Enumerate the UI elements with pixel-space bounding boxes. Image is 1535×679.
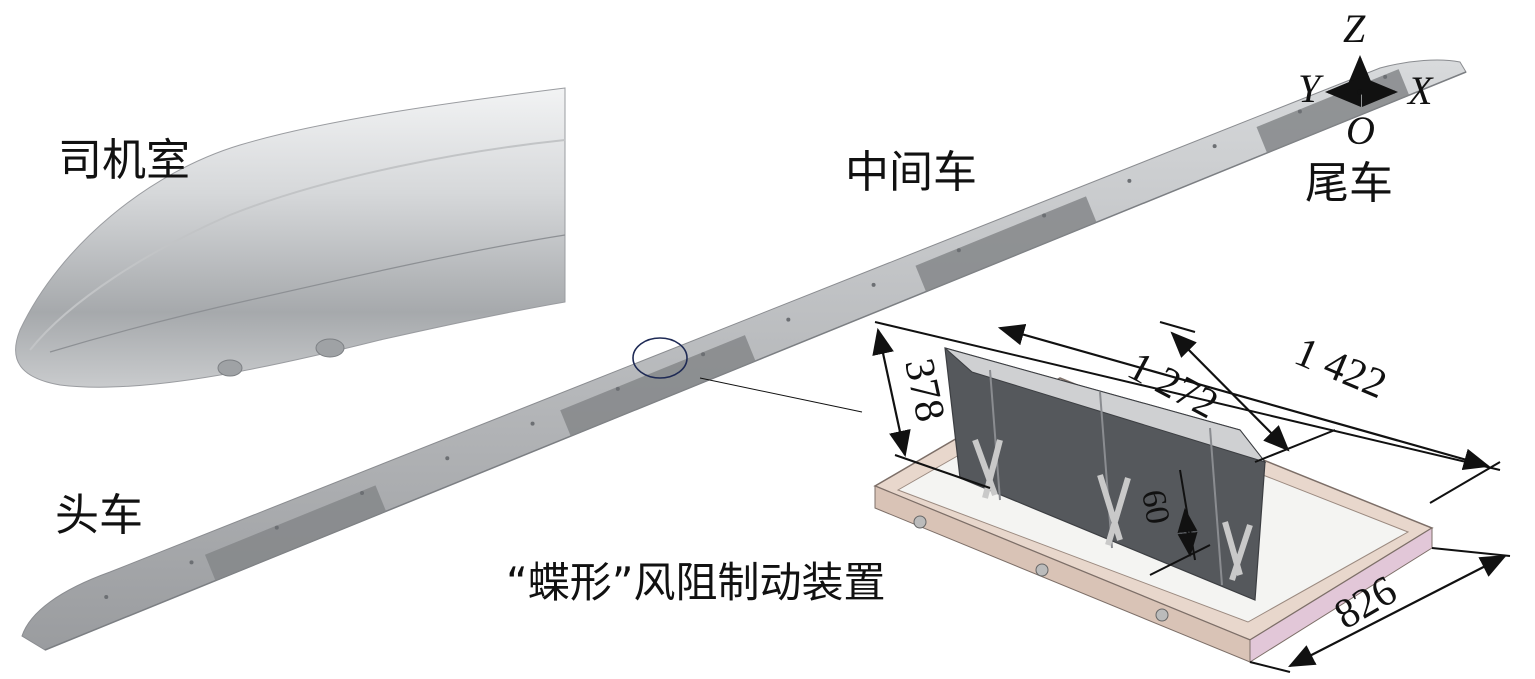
label-middle-car: 中间车 [845,147,977,198]
train-car-band [560,335,756,437]
train-roof-marker [445,456,450,461]
train-roof-marker [1297,109,1302,114]
highlight-circle [632,337,688,379]
label-tail-car: 尾车 [1305,158,1393,209]
cab-closeup [15,87,566,388]
train-markers [104,74,1388,600]
train-roof-marker [786,317,791,322]
leader-line [699,377,863,413]
train-roof-marker [1212,144,1217,149]
label-head-car: 头车 [55,490,143,541]
axes-indicator [1325,55,1398,107]
axis-y-label: Y [1298,66,1324,111]
axis-x-label: X [1406,68,1434,113]
train-car-band [915,196,1097,292]
train-roof-marker [1383,74,1388,79]
label-cab: 司机室 [58,135,190,186]
dim-small: 60 [1134,487,1176,527]
dimension-lines [872,321,1511,673]
train-roof-marker [189,560,194,565]
train-roof-marker [360,490,365,495]
train-roof-marker [871,282,876,287]
dim-1422: 1 422 [1288,329,1393,408]
label-device: “蝶形”风阻制动装置 [506,558,886,607]
axis-z-label: Z [1343,6,1366,51]
train-roof-marker [1127,178,1132,183]
train-roof-marker [274,525,279,530]
dim-378: 378 [895,355,953,426]
train-roof-marker [615,386,620,391]
train-roof-marker [956,248,961,253]
train-roof-marker [530,421,535,426]
train-car-band [204,485,387,581]
train-roof-marker [701,352,706,357]
train-roof-marker [1042,213,1047,218]
train-segments [204,69,1410,581]
train-roof-marker [104,595,109,600]
axis-origin-label: O [1346,108,1375,153]
